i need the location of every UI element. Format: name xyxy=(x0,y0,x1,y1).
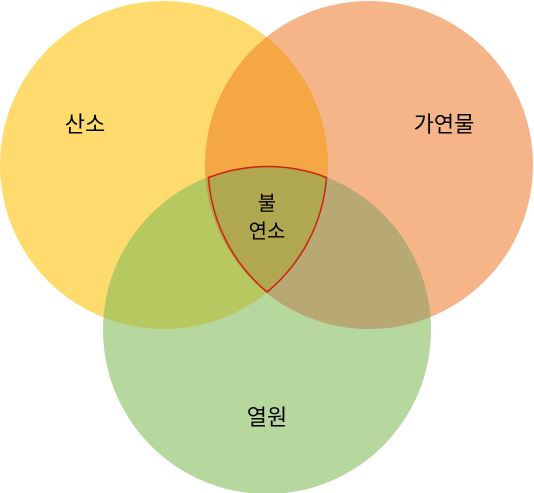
heat-label: 열원 xyxy=(247,406,287,431)
center-label-line1: 불 xyxy=(258,191,276,215)
fuel-label: 가연물 xyxy=(414,113,475,138)
center-outline xyxy=(207,165,328,293)
center-label-line2: 연소 xyxy=(249,219,286,243)
oxygen-label: 산소 xyxy=(65,113,105,138)
fuel-heat-overlap xyxy=(205,166,431,329)
oxygen-heat-overlap xyxy=(103,166,328,329)
